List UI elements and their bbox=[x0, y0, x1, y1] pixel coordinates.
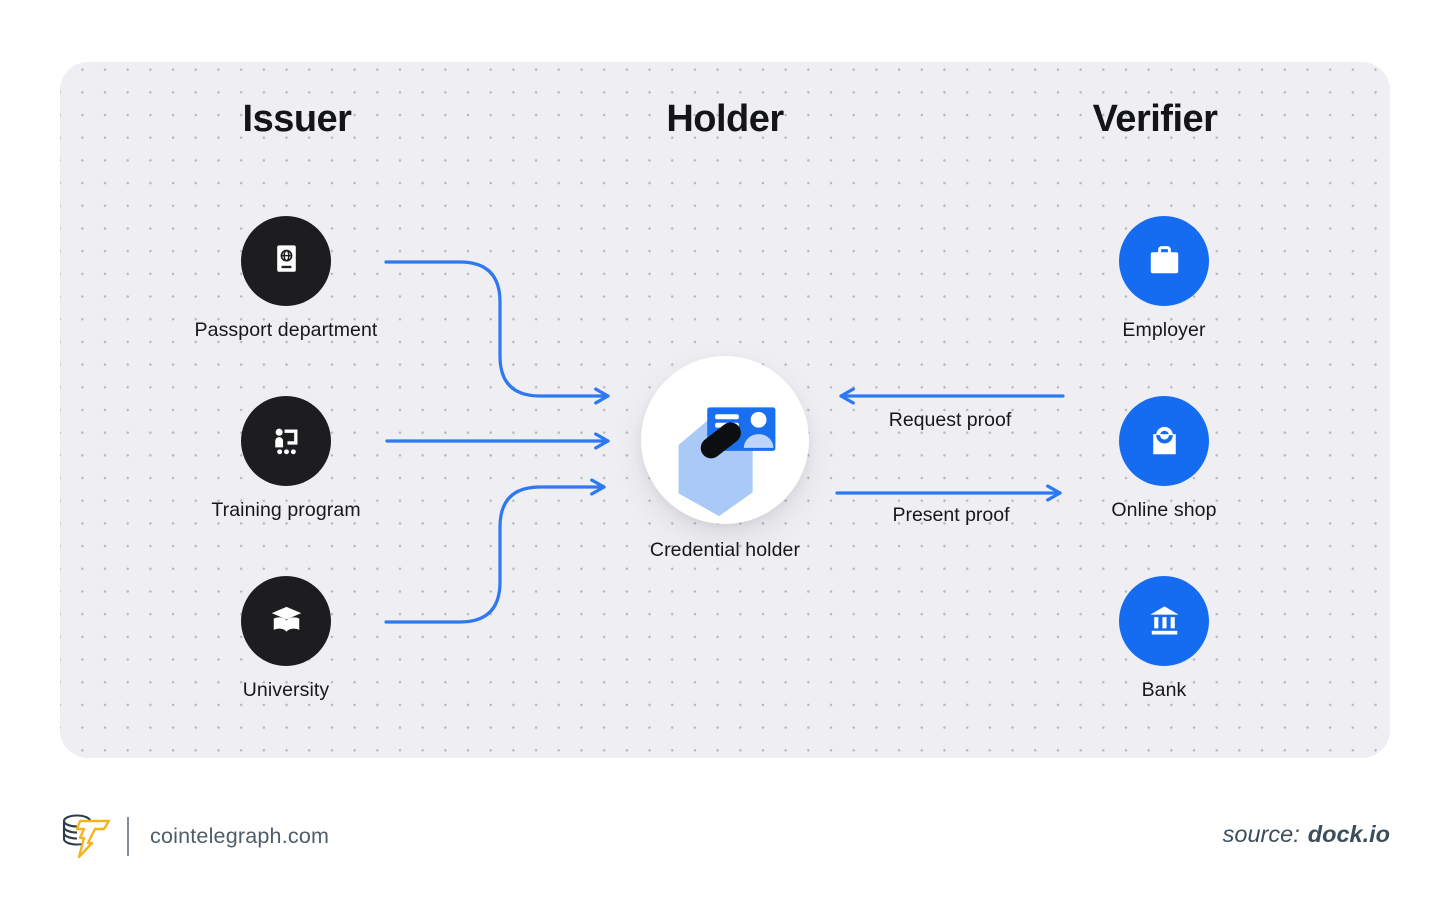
node-training-program: Training program bbox=[156, 396, 416, 522]
node-bank: Bank bbox=[1034, 576, 1294, 702]
node-label: Passport department bbox=[194, 319, 378, 341]
source-prefix: source: bbox=[1222, 821, 1300, 847]
node-label: Online shop bbox=[1111, 499, 1217, 521]
request-proof-label: Request proof bbox=[888, 409, 1012, 431]
issuer-heading: Issuer bbox=[242, 98, 352, 140]
node-online-shop: Online shop bbox=[1034, 396, 1294, 522]
bank-icon bbox=[1119, 576, 1209, 666]
arrow-university-to-holder bbox=[384, 478, 606, 624]
present-proof-label: Present proof bbox=[892, 504, 1010, 526]
source-attribution: source: dock.io bbox=[1223, 821, 1390, 848]
arrow-passport-to-holder bbox=[384, 260, 610, 405]
node-label: University bbox=[242, 679, 330, 701]
training-icon bbox=[241, 396, 331, 486]
node-label: Employer bbox=[1122, 319, 1206, 341]
footer-divider bbox=[127, 817, 129, 856]
graduation-book-icon bbox=[241, 576, 331, 666]
node-label: Credential holder bbox=[649, 539, 801, 561]
shopping-bag-icon bbox=[1119, 396, 1209, 486]
brand-text: cointelegraph.com bbox=[150, 824, 330, 848]
diagram-canvas: Issuer Holder Verifier Request proof Pre… bbox=[60, 62, 1390, 758]
verifier-heading: Verifier bbox=[1092, 98, 1218, 140]
source-name: dock.io bbox=[1307, 821, 1390, 847]
briefcase-icon bbox=[1119, 216, 1209, 306]
node-label: Bank bbox=[1141, 679, 1187, 701]
passport-icon bbox=[241, 216, 331, 306]
node-employer: Employer bbox=[1034, 216, 1294, 342]
holder-heading: Holder bbox=[666, 98, 784, 140]
cointelegraph-logo-icon bbox=[60, 810, 112, 865]
id-card-in-hand-icon bbox=[641, 356, 809, 524]
node-passport-department: Passport department bbox=[156, 216, 416, 342]
node-university: University bbox=[156, 576, 416, 702]
node-label: Training program bbox=[211, 499, 361, 521]
node-credential-holder: Credential holder bbox=[595, 356, 855, 562]
